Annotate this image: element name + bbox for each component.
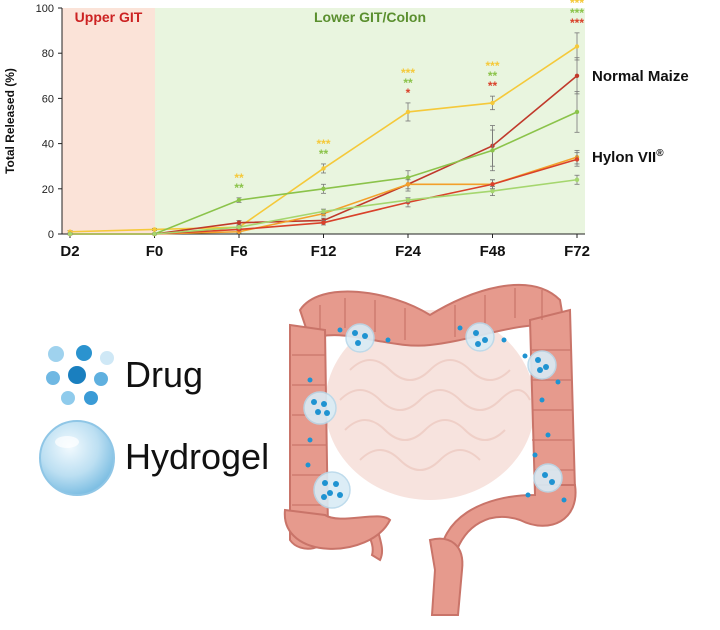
- region-background: [155, 8, 585, 234]
- data-point: [490, 100, 495, 106]
- significance-mark: ***: [401, 66, 415, 80]
- series-label: Normal Maize: [592, 68, 689, 85]
- significance-mark: ***: [570, 0, 584, 10]
- significance-mark: ***: [570, 16, 584, 30]
- y-tick-label: 40: [42, 139, 54, 151]
- data-point: [405, 109, 411, 115]
- x-tick-label: F6: [230, 243, 248, 260]
- hydrogel-label: Hydrogel: [125, 436, 270, 477]
- colon-illustration: [283, 284, 577, 616]
- region-background: [62, 8, 155, 234]
- data-point: [574, 44, 580, 49]
- region-label: Lower GIT/Colon: [314, 9, 426, 25]
- y-tick-label: 20: [42, 184, 54, 196]
- data-point: [236, 220, 242, 225]
- data-point: [574, 73, 580, 79]
- significance-mark: ***: [570, 6, 584, 20]
- significance-mark: **: [319, 147, 329, 161]
- significance-mark: **: [488, 69, 498, 83]
- data-point: [236, 225, 242, 230]
- hydrogel-icon: [39, 420, 115, 496]
- data-point: [490, 182, 495, 187]
- y-tick-label: 100: [36, 3, 54, 15]
- data-point: [405, 175, 411, 180]
- data-point: [321, 166, 326, 171]
- series-label-suffix: ®: [656, 148, 664, 159]
- data-point: [321, 186, 326, 191]
- significance-mark: ***: [485, 59, 499, 73]
- y-tick-label: 80: [42, 48, 54, 60]
- hydrogel-particles: [303, 322, 567, 509]
- data-point: [152, 227, 157, 232]
- x-tick-label: F72: [564, 243, 590, 260]
- series-label: Hylon VII®: [592, 148, 664, 166]
- data-point: [574, 109, 580, 115]
- x-tick-label: F48: [480, 243, 506, 260]
- x-tick-label: F24: [395, 243, 422, 260]
- y-tick-label: 60: [42, 93, 54, 105]
- region-label: Upper GIT: [75, 9, 143, 25]
- significance-mark: ***: [316, 137, 330, 151]
- data-point: [490, 188, 495, 194]
- significance-mark: **: [403, 76, 413, 90]
- x-tick-label: F0: [146, 243, 164, 260]
- data-point: [574, 157, 580, 162]
- x-tick-label: F12: [311, 243, 337, 260]
- data-point: [67, 231, 73, 237]
- y-tick-label: 0: [48, 229, 54, 241]
- significance-mark: **: [488, 79, 498, 93]
- x-tick-label: D2: [60, 243, 79, 260]
- data-point: [152, 231, 157, 237]
- data-point: [236, 197, 242, 203]
- data-point: [321, 220, 326, 225]
- significance-mark: **: [234, 171, 244, 185]
- significance-mark: *: [406, 86, 411, 100]
- data-point: [321, 209, 326, 214]
- significance-mark: **: [234, 181, 244, 195]
- small-intestine: [325, 310, 535, 500]
- drug-label: Drug: [125, 354, 204, 395]
- data-point: [405, 182, 411, 187]
- data-point: [574, 177, 580, 182]
- drug-icon: [46, 345, 114, 405]
- data-point: [490, 148, 495, 153]
- y-axis-label: Total Released (%): [3, 68, 17, 174]
- data-point: [405, 197, 411, 203]
